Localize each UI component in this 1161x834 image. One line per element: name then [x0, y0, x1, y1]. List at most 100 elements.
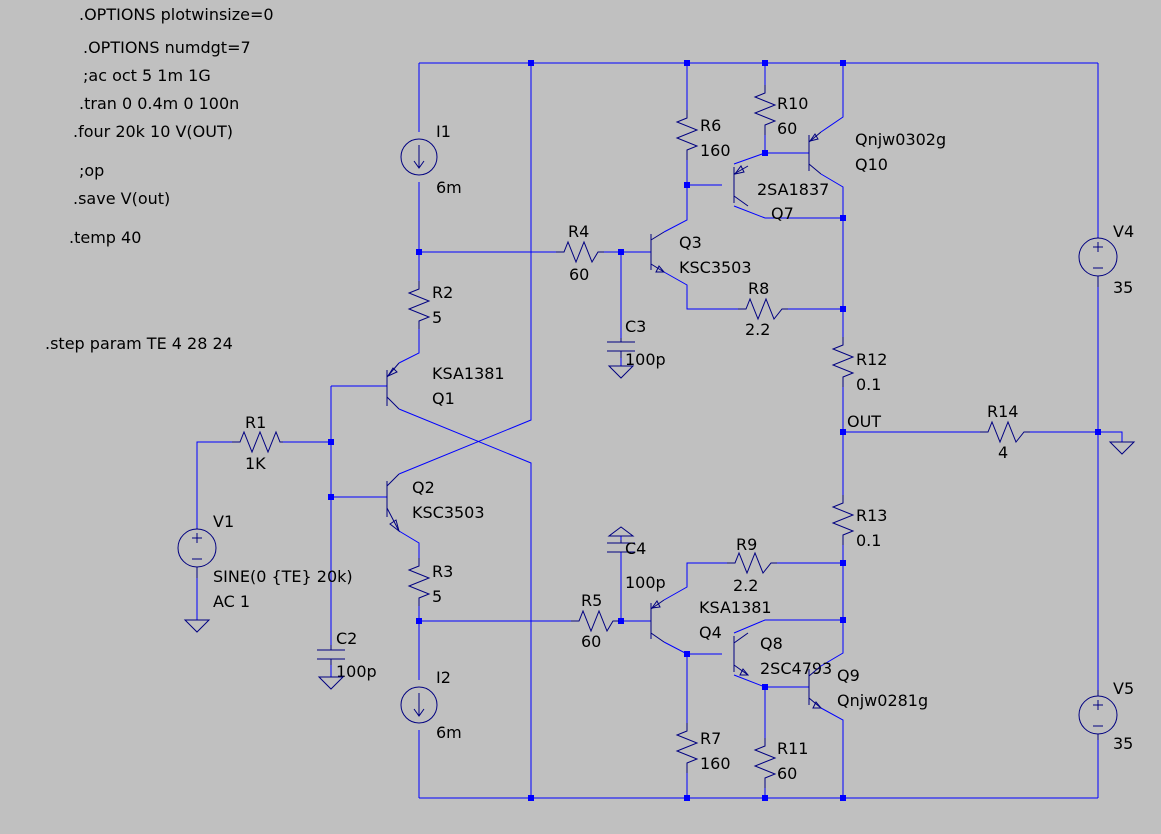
- spice-directives: .OPTIONS plotwinsize=0 .OPTIONS numdgt=7…: [45, 5, 274, 353]
- directive-op[interactable]: ;op: [79, 161, 104, 180]
- r1-value: 1K: [245, 454, 266, 473]
- resistor-r3[interactable]: R3 5: [407, 558, 453, 606]
- q1-model: KSA1381: [432, 364, 505, 383]
- resistor-r12[interactable]: R12 0.1: [831, 337, 887, 394]
- resistor-r7[interactable]: R7 160: [675, 723, 731, 773]
- directive-step-param[interactable]: .step param TE 4 28 24: [45, 334, 233, 353]
- directive-ac[interactable]: ;ac oct 5 1m 1G: [83, 66, 211, 85]
- resistor-r5[interactable]: R5 60: [571, 591, 619, 651]
- junction-dot: [528, 795, 534, 801]
- wire-q2-r3: [398, 530, 420, 558]
- junction-dot: [762, 684, 768, 690]
- ground-icon: [607, 526, 635, 537]
- transistor-q9[interactable]: Q9 Qnjw0281g: [808, 665, 928, 710]
- q8-label: Q8: [760, 634, 783, 653]
- r3-label: R3: [432, 562, 453, 581]
- transistor-q1[interactable]: KSA1381 Q1: [386, 362, 505, 410]
- current-source-i2[interactable]: I2 6m: [400, 668, 462, 742]
- resistor-r6[interactable]: R6 160: [675, 110, 731, 160]
- resistor-r4[interactable]: R4 60: [556, 222, 604, 284]
- r4-label: R4: [568, 222, 589, 241]
- r7-label: R7: [700, 729, 721, 748]
- junction-dot: [762, 795, 768, 801]
- junction-dot: [684, 795, 690, 801]
- wire-r2-q1: [398, 329, 420, 364]
- resistor-r8[interactable]: R8 2.2: [738, 279, 788, 339]
- transistor-q10[interactable]: Qnjw0302g Q10: [808, 130, 946, 175]
- r8-value: 2.2: [745, 320, 770, 339]
- r11-label: R11: [777, 739, 808, 758]
- c4-label: C4: [625, 539, 646, 558]
- directive-temp[interactable]: .temp 40: [69, 228, 141, 247]
- wire-q4-collector-q8-base: [663, 641, 722, 655]
- wire-q8-collector: [733, 619, 843, 634]
- q7-label: Q7: [771, 204, 794, 223]
- wire-q7-collector: [733, 205, 843, 219]
- junction-dot: [416, 618, 422, 624]
- capacitor-c2[interactable]: C2 100p: [317, 629, 377, 681]
- directive-four[interactable]: .four 20k 10 V(OUT): [73, 122, 233, 141]
- resistor-r14[interactable]: R14 4: [980, 402, 1030, 462]
- wire-q1-collector-to-bottom: [398, 408, 532, 798]
- q4-model: KSA1381: [699, 598, 772, 617]
- r6-label: R6: [700, 116, 721, 135]
- q1-label: Q1: [432, 389, 455, 408]
- capacitor-c3[interactable]: C3 100p: [607, 317, 666, 369]
- transistor-q8[interactable]: Q8 2SC4793: [733, 632, 832, 678]
- resistor-r11[interactable]: R11 60: [753, 738, 808, 788]
- transistor-q2[interactable]: Q2 KSC3503: [386, 473, 485, 533]
- q10-label: Q10: [855, 155, 888, 174]
- net-label-out[interactable]: OUT: [847, 412, 881, 431]
- junction-dot: [840, 60, 846, 66]
- r8-label: R8: [748, 279, 769, 298]
- q9-label: Q9: [837, 666, 860, 685]
- wire-right-ground: [1098, 431, 1123, 442]
- r14-label: R14: [987, 402, 1018, 421]
- junction-dot: [840, 429, 846, 435]
- voltage-source-v1[interactable]: V1 SINE(0 {TE} 20k) AC 1: [177, 512, 353, 611]
- wire-q9-emitter: [820, 707, 844, 798]
- i1-value: 6m: [436, 178, 462, 197]
- directive-tran[interactable]: .tran 0 0.4m 0 100n: [79, 94, 239, 113]
- directive-options-plotwinsize[interactable]: .OPTIONS plotwinsize=0: [79, 5, 274, 24]
- q3-label: Q3: [679, 233, 702, 252]
- q9-model: Qnjw0281g: [837, 691, 928, 710]
- voltage-source-v5[interactable]: V5 35: [1078, 679, 1134, 753]
- resistor-r13[interactable]: R13 0.1: [831, 495, 887, 550]
- r4-value: 60: [569, 265, 589, 284]
- r14-value: 4: [998, 443, 1008, 462]
- transistor-q4[interactable]: KSA1381 Q4: [650, 598, 772, 643]
- r11-value: 60: [777, 764, 797, 783]
- r6-value: 160: [700, 141, 731, 160]
- q8-model: 2SC4793: [760, 659, 832, 678]
- junction-dot: [762, 150, 768, 156]
- resistor-r2[interactable]: R2 5: [407, 281, 453, 329]
- junction-dot: [840, 215, 846, 221]
- r2-label: R2: [432, 283, 453, 302]
- r9-label: R9: [736, 535, 757, 554]
- i2-value: 6m: [436, 723, 462, 742]
- current-source-i1[interactable]: I1 6m: [400, 122, 462, 197]
- wire-q3-collector: [663, 185, 688, 233]
- resistor-r1[interactable]: R1 1K: [232, 413, 283, 473]
- transistor-q7[interactable]: 2SA1837 Q7: [733, 165, 829, 223]
- transistor-q3[interactable]: Q3 KSC3503: [650, 231, 752, 277]
- c4-value: 100p: [625, 573, 666, 592]
- junction-dot: [328, 439, 334, 445]
- directive-options-numdgt[interactable]: .OPTIONS numdgt=7: [83, 38, 251, 57]
- capacitor-c4[interactable]: C4 100p: [607, 539, 666, 592]
- junction-dot: [1095, 429, 1101, 435]
- r3-value: 5: [432, 587, 442, 606]
- wire-v1-r1: [196, 441, 232, 528]
- i2-label: I2: [436, 668, 451, 687]
- wires: [196, 62, 1123, 799]
- voltage-source-v4[interactable]: V4 35: [1078, 222, 1134, 297]
- junction-dot: [328, 494, 334, 500]
- c2-label: C2: [336, 629, 357, 648]
- resistor-r9[interactable]: R9 2.2: [727, 535, 777, 595]
- directive-save[interactable]: .save V(out): [73, 189, 170, 208]
- c3-value: 100p: [625, 350, 666, 369]
- r5-label: R5: [581, 591, 602, 610]
- resistor-r10[interactable]: R10 60: [753, 85, 808, 138]
